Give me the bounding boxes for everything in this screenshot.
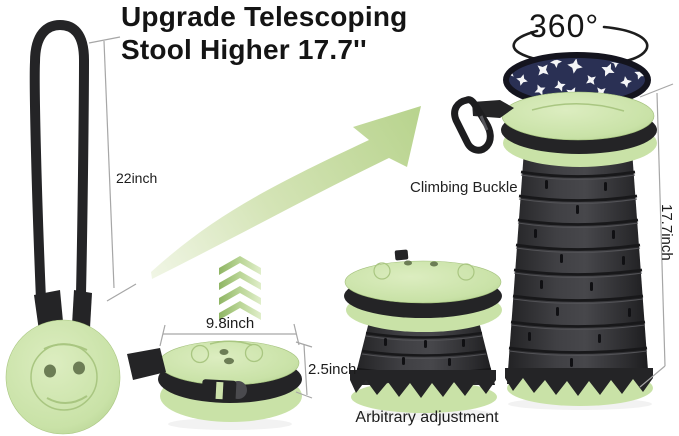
- half-extended-stool-figure: [344, 249, 502, 420]
- strap-length-label: 22inch: [116, 170, 158, 186]
- upgrade-arrow: [151, 106, 421, 279]
- shoulder-strap: [29, 19, 90, 301]
- half-stool-skirt: [350, 370, 496, 398]
- folded-height-label: 2.5inch: [308, 361, 357, 378]
- seat-top: [501, 91, 655, 141]
- climbing-buckle-label: Climbing Buckle: [410, 179, 518, 196]
- page-title: Upgrade Telescoping Stool Higher 17.7'': [121, 0, 407, 66]
- hanging-stool-figure: [5, 19, 121, 435]
- strap-hook-right: [72, 290, 92, 328]
- extended-stool-skirt: [505, 368, 653, 396]
- title-line1: Upgrade Telescoping: [121, 1, 408, 32]
- seat-diameter-label: 9.8inch: [205, 315, 255, 332]
- folded-stool-figure: [127, 340, 302, 430]
- disc-face-smile: [46, 395, 88, 404]
- title-line2: Stool Higher 17.7'': [121, 34, 367, 65]
- half-seat-top: [344, 260, 502, 304]
- measure-17.7inch-lines: [639, 83, 674, 388]
- folded-strap-handle: [127, 348, 166, 380]
- extended-height-label: 17.7inch: [658, 204, 675, 261]
- disc-hole-left: [44, 364, 56, 378]
- folded-stool-disc: [5, 319, 121, 435]
- adjustment-label: Arbitrary adjustment: [355, 409, 499, 426]
- measure-22inch-lines: [88, 36, 137, 302]
- rotation-label: 360°: [529, 8, 600, 44]
- disc-hole-right: [73, 361, 85, 375]
- disc-face-brow: [43, 343, 88, 351]
- carabiner-gate: [479, 115, 489, 131]
- carabiner-icon: [451, 96, 494, 154]
- expand-chevrons: [219, 256, 261, 320]
- extended-stool-figure: [451, 25, 657, 410]
- measure-2.5inch-lines: [295, 341, 313, 399]
- measure-9.8inch-lines: [159, 323, 300, 347]
